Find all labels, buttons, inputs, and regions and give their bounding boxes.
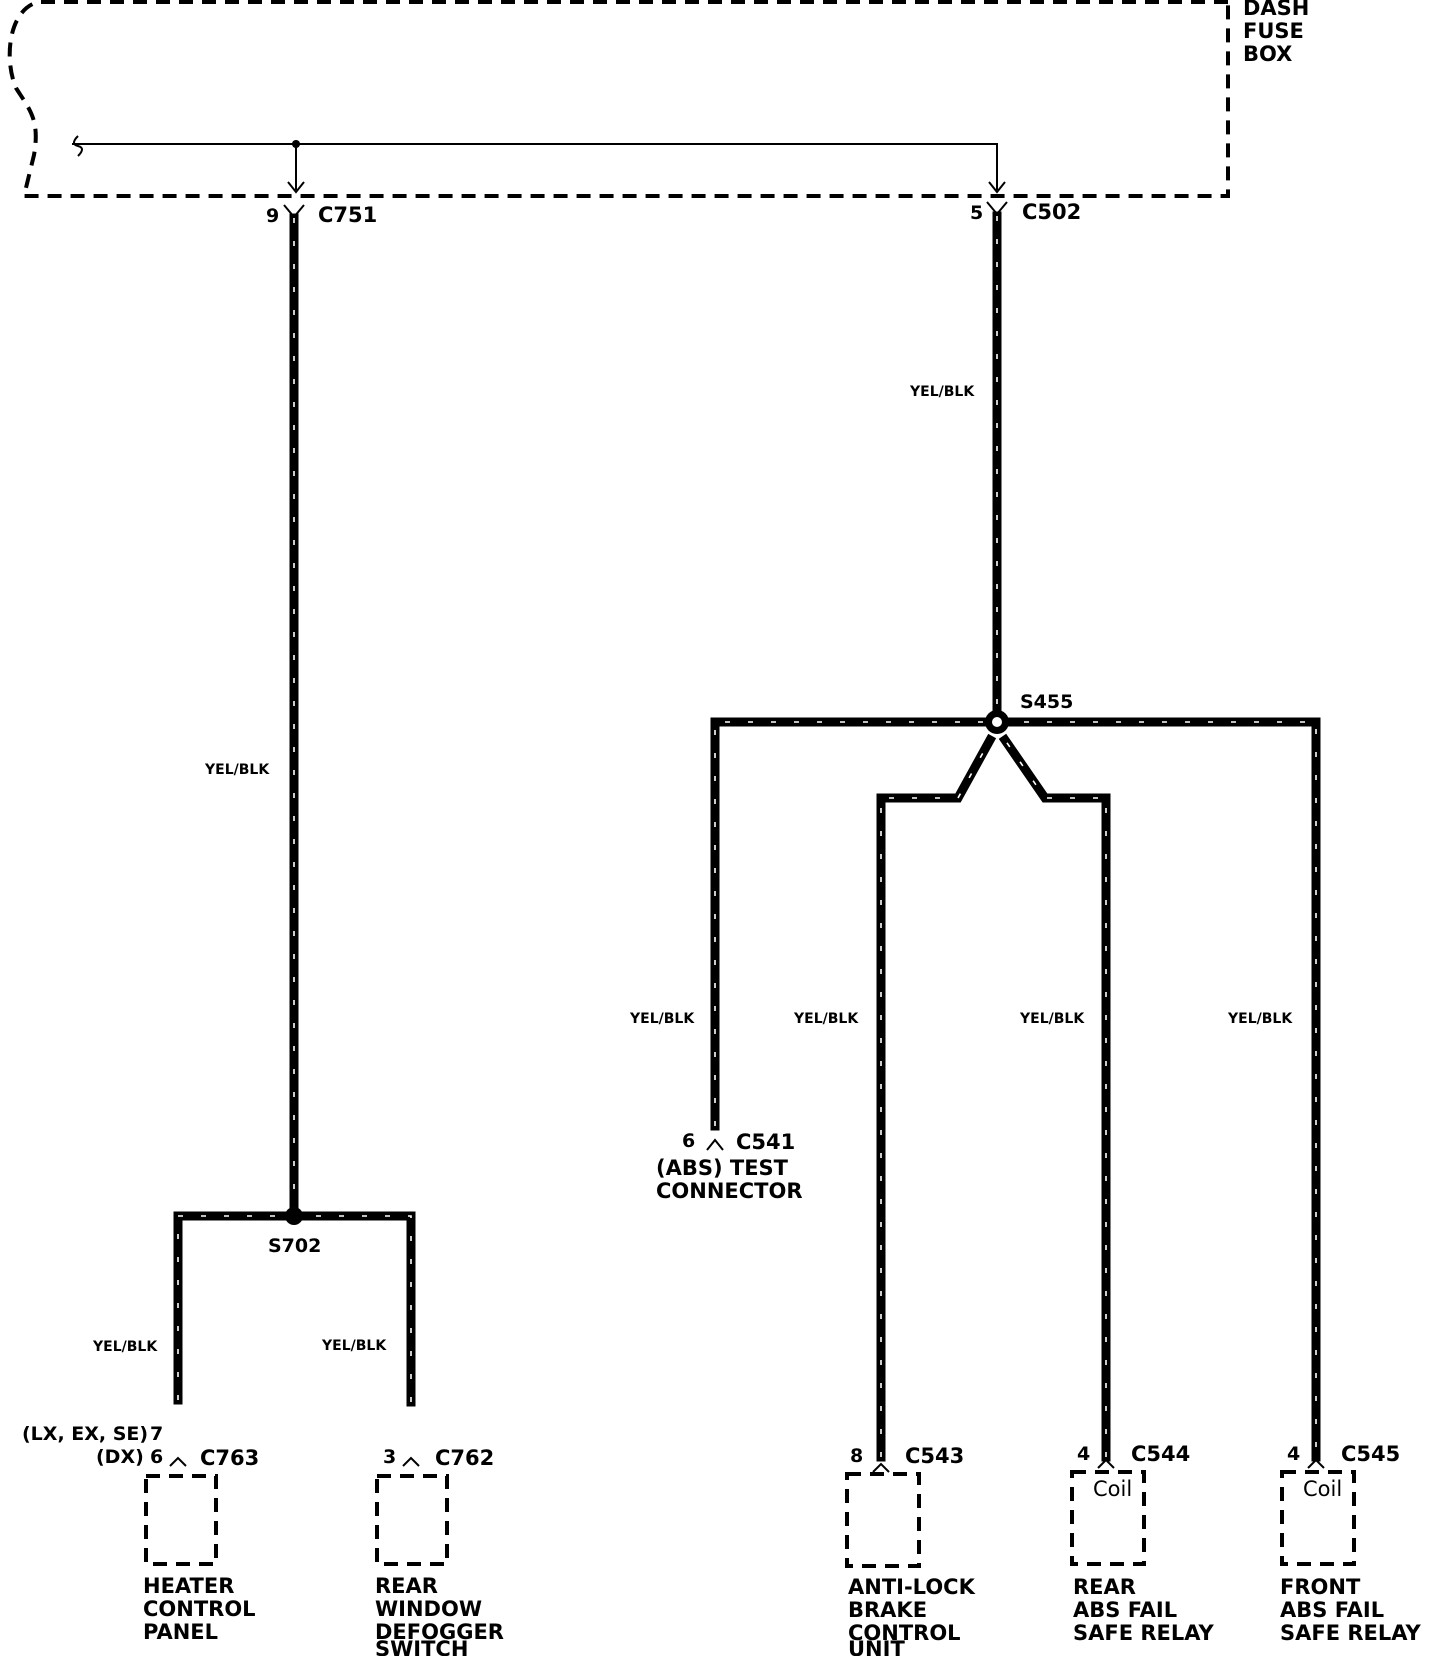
c762-name: C762 bbox=[435, 1446, 494, 1470]
wire-label-rear-relay: YEL/BLK bbox=[1019, 1011, 1085, 1027]
c502-pin: 5 bbox=[970, 202, 983, 224]
c543-connector: 8 C543 bbox=[850, 1444, 964, 1473]
c751-connector: 9 C751 bbox=[266, 203, 377, 227]
c541-pin: 6 bbox=[682, 1130, 695, 1152]
front-relay-label-2: ABS FAIL bbox=[1280, 1598, 1384, 1622]
rear-relay-label-2: ABS FAIL bbox=[1073, 1598, 1177, 1622]
defogger-label-1: REAR bbox=[375, 1574, 438, 1598]
front-relay-coil: Coil bbox=[1303, 1477, 1342, 1501]
front-relay-label-1: FRONT bbox=[1280, 1575, 1361, 1599]
s455-label: S455 bbox=[1020, 691, 1073, 713]
c502-connector: 5 C502 bbox=[970, 200, 1081, 224]
c751-pin: 9 bbox=[266, 205, 279, 227]
defogger-label-3: DEFOGGER bbox=[375, 1620, 504, 1644]
rear-abs-fail-safe-relay: Coil REAR ABS FAIL SAFE RELAY bbox=[1070, 1470, 1215, 1645]
abs-unit-label-3: CONTROL bbox=[848, 1621, 961, 1645]
wire-label-heater: YEL/BLK bbox=[92, 1339, 158, 1355]
abs-test-label-2: CONNECTOR bbox=[656, 1179, 803, 1203]
front-relay-label-3: SAFE RELAY bbox=[1280, 1621, 1422, 1645]
wire-label-abs-unit: YEL/BLK bbox=[793, 1011, 859, 1027]
c545-connector: 4 C545 bbox=[1287, 1442, 1400, 1469]
c544-name: C544 bbox=[1131, 1442, 1190, 1466]
fuse-box-label-2: FUSE bbox=[1243, 19, 1304, 43]
c541-name: C541 bbox=[736, 1130, 795, 1154]
c763-variant-a: (LX, EX, SE) bbox=[22, 1423, 148, 1445]
front-abs-fail-safe-relay: Coil FRONT ABS FAIL SAFE RELAY bbox=[1280, 1470, 1422, 1645]
wire-label-c502: YEL/BLK bbox=[909, 384, 975, 400]
heater-label-1: HEATER bbox=[143, 1574, 234, 1598]
rear-relay-label-1: REAR bbox=[1073, 1575, 1136, 1599]
rear-relay-coil: Coil bbox=[1093, 1477, 1132, 1501]
c502-name: C502 bbox=[1022, 200, 1081, 224]
c544-pin: 4 bbox=[1077, 1443, 1090, 1465]
s702-label: S702 bbox=[268, 1235, 321, 1257]
c751-name: C751 bbox=[318, 203, 377, 227]
c541-connector: 6 C541 (ABS) TEST CONNECTOR bbox=[656, 1130, 803, 1203]
abs-test-label-1: (ABS) TEST bbox=[656, 1156, 789, 1180]
c763-pin-a: 7 bbox=[150, 1423, 163, 1445]
abs-unit-label-4: UNIT bbox=[848, 1637, 905, 1656]
wire-label-c751: YEL/BLK bbox=[204, 762, 270, 778]
c762-pin: 3 bbox=[383, 1446, 396, 1468]
abs-unit-label-1: ANTI-LOCK bbox=[848, 1575, 976, 1599]
defogger-label-4: SWITCH bbox=[375, 1637, 468, 1656]
fuse-box-label-3: BOX bbox=[1243, 42, 1292, 66]
rear-relay-label-3: SAFE RELAY bbox=[1073, 1621, 1215, 1645]
c544-connector: 4 C544 bbox=[1077, 1442, 1190, 1469]
c543-pin: 8 bbox=[850, 1445, 863, 1467]
anti-lock-brake-control-unit: ANTI-LOCK BRAKE CONTROL UNIT bbox=[845, 1472, 976, 1656]
c763-connector: (LX, EX, SE) 7 (DX) 6 C763 bbox=[22, 1423, 259, 1470]
c763-pin-b: 6 bbox=[150, 1446, 163, 1468]
defogger-label-2: WINDOW bbox=[375, 1597, 482, 1621]
heater-control-panel: HEATER CONTROL PANEL bbox=[143, 1474, 256, 1644]
wire-label-abs-test: YEL/BLK bbox=[629, 1011, 695, 1027]
c763-variant-b: (DX) bbox=[96, 1446, 144, 1468]
heater-label-2: CONTROL bbox=[143, 1597, 256, 1621]
c543-name: C543 bbox=[905, 1444, 964, 1468]
rear-window-defogger-switch: REAR WINDOW DEFOGGER SWITCH bbox=[375, 1474, 504, 1656]
heater-label-3: PANEL bbox=[143, 1620, 218, 1644]
dash-fuse-box: DASH FUSE BOX bbox=[7, 0, 1309, 198]
splice-s702: S702 bbox=[173, 1207, 416, 1407]
c763-name: C763 bbox=[200, 1446, 259, 1470]
fuse-box-label-1: DASH bbox=[1243, 0, 1309, 20]
c545-pin: 4 bbox=[1287, 1443, 1300, 1465]
wire-label-front-relay: YEL/BLK bbox=[1227, 1011, 1293, 1027]
c762-connector: 3 C762 bbox=[383, 1446, 494, 1470]
c545-name: C545 bbox=[1341, 1442, 1400, 1466]
abs-unit-label-2: BRAKE bbox=[848, 1598, 927, 1622]
wire-label-defogger: YEL/BLK bbox=[321, 1338, 387, 1354]
splice-s455: S455 bbox=[710, 691, 1321, 1462]
